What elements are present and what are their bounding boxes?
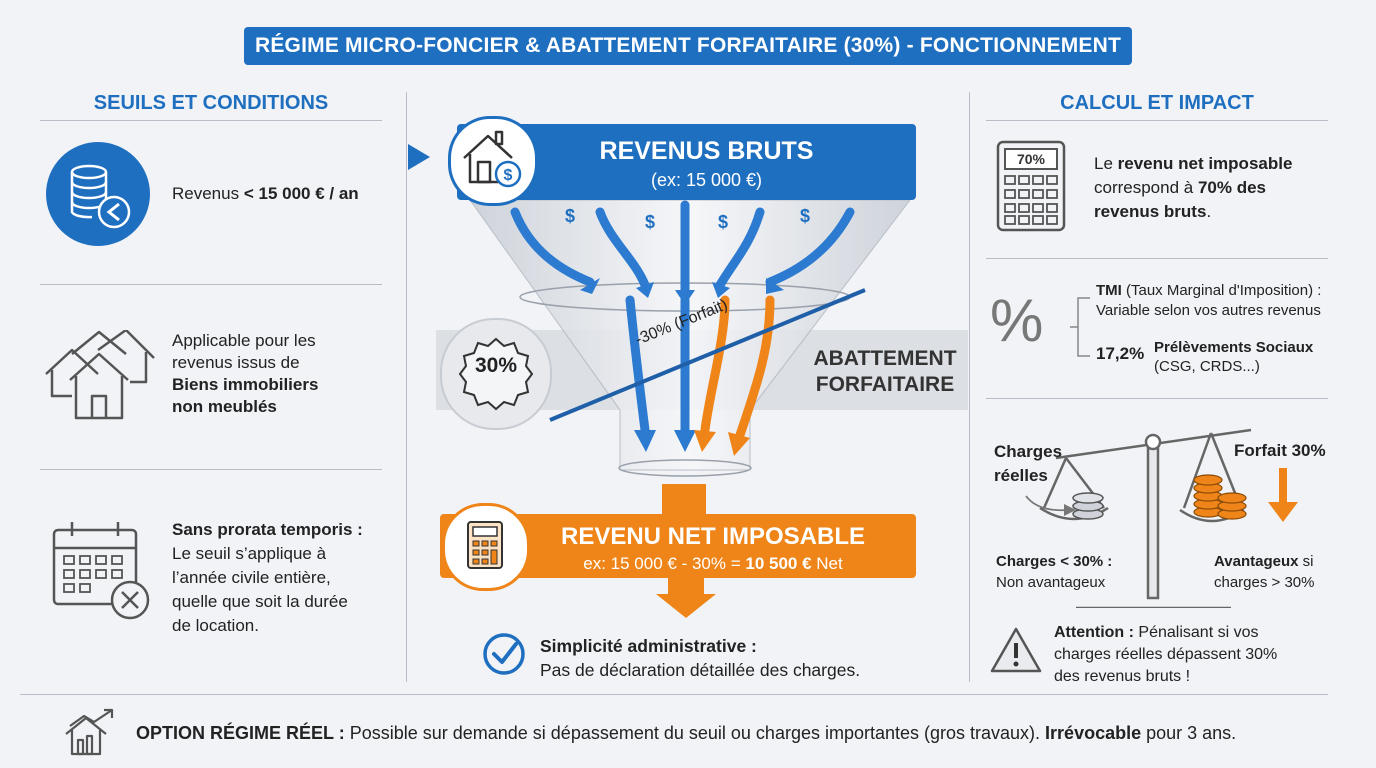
social-rate: 17,2%: [1096, 344, 1145, 363]
coins-less-than-icon: [46, 142, 150, 246]
left-column-divider: [406, 92, 407, 682]
badge-circle: [440, 318, 552, 430]
svg-text:$: $: [800, 206, 810, 226]
svg-text:$: $: [565, 206, 575, 226]
scale-right-condition: Avantageux si charges > 30%: [1214, 553, 1315, 591]
svg-text:$: $: [718, 212, 728, 232]
scale-left-label: Charges réelles: [994, 442, 1063, 485]
scale-right-label: Forfait 30%: [1234, 441, 1326, 460]
pointer-triangle-icon: [408, 144, 430, 170]
gross-revenue-example: (ex: 15 000 €): [650, 170, 763, 190]
houses-icon: [45, 330, 155, 420]
curved-arrow-icon: [1025, 495, 1076, 516]
threshold-text: Revenus < 15 000 € / an: [172, 184, 359, 203]
house-growth-chart-icon: [65, 708, 114, 756]
bracket-connector: [1070, 297, 1090, 357]
balance-scale-icon: [1039, 428, 1252, 608]
applicable-text: Applicable pour les revenus issus de Bie…: [172, 331, 319, 416]
page-title: RÉGIME MICRO-FONCIER & ABATTEMENT FORFAI…: [244, 27, 1132, 65]
house-dollar-icon: $: [463, 130, 522, 188]
svg-text:$: $: [504, 167, 513, 184]
footer-text: OPTION RÉGIME RÉEL : Possible sur demand…: [136, 723, 1237, 743]
abatement-label: ABATTEMENT FORFAITAIRE: [813, 347, 957, 396]
net-revenue-title: REVENU NET IMPOSABLE: [560, 523, 866, 550]
calculator-icon: [467, 521, 503, 569]
left-divider-2: [40, 469, 382, 470]
warning-text: Attention : Pénalisant si vos charges ré…: [1054, 624, 1278, 685]
left-divider-1: [40, 284, 382, 285]
social-text: Prélèvements Sociaux (CSG, CRDS...): [1154, 339, 1314, 375]
orange-down-arrow-icon: [1268, 468, 1298, 522]
percent-symbol-icon: %: [990, 287, 1044, 354]
svg-text:$: $: [645, 212, 655, 232]
right-column-heading: CALCUL ET IMPACT: [1060, 92, 1254, 114]
gross-revenue-title: REVENUS BRUTS: [599, 137, 814, 165]
badge-value: 30%: [474, 354, 518, 377]
check-circle-icon: [483, 633, 525, 675]
house-dollar-circle: [448, 116, 538, 206]
footer-divider: [20, 694, 1328, 695]
tmi-text: TMI (Taux Marginal d'Imposition) : Varia…: [1096, 282, 1322, 319]
calendar-cross-icon: [52, 522, 150, 620]
calculator-70-icon: [996, 140, 1066, 232]
right-divider-2: [986, 398, 1328, 399]
right-heading-underline: [986, 120, 1328, 121]
percent-badge-icon: [458, 337, 534, 411]
left-heading-underline: [40, 120, 382, 121]
simplicity-text: Simplicité administrative : Pas de décla…: [540, 636, 861, 680]
right-divider-1: [986, 258, 1328, 259]
net-income-text: Le revenu net imposable correspond à 70%…: [1094, 154, 1293, 221]
warning-icon: [990, 627, 1042, 673]
down-arrow-icon: [656, 576, 716, 618]
right-column-divider: [969, 92, 970, 682]
funnel-graphic: $ $ $ $: [470, 199, 910, 477]
scale-left-condition: Charges < 30% : Non avantageux: [996, 553, 1113, 591]
left-column-heading: SEUILS ET CONDITIONS: [93, 92, 329, 114]
calculator-display-value: 70%: [1016, 151, 1046, 167]
net-revenue-example: ex: 15 000 € - 30% = 10 500 € Net: [583, 554, 843, 573]
prorata-text: Sans prorata temporis : Le seuil s’appli…: [172, 520, 363, 635]
